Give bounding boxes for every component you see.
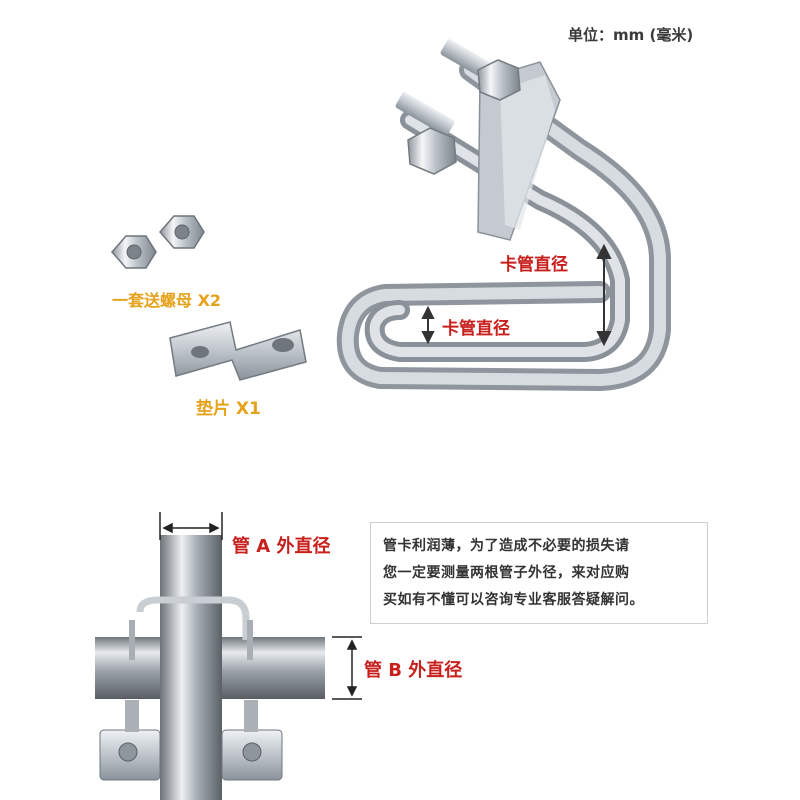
unit-label: 单位：mm (毫米) xyxy=(568,26,694,44)
pipe-b-dimension xyxy=(332,636,362,700)
pipe-a xyxy=(160,535,222,800)
bolt-nut xyxy=(477,59,521,101)
nuts-label: 一套送螺母 X2 xyxy=(112,291,222,310)
notice-box: 管卡利润薄，为了造成不必要的损失请 您一定要测量两根管子外径，来对应购 买如有不… xyxy=(370,522,708,624)
notice-line: 管卡利润薄，为了造成不必要的损失请 xyxy=(383,538,630,554)
dimension-arrows xyxy=(421,243,612,347)
notice-line: 买如有不懂可以咨询专业客服答疑解问。 xyxy=(383,592,644,608)
washer-label: 垫片 X1 xyxy=(196,399,261,419)
outer-diameter-label: 卡管直径 xyxy=(500,255,568,275)
pipe-a-dimension xyxy=(159,512,223,540)
pipe-b-label: 管 B 外直径 xyxy=(364,660,463,681)
loose-nuts xyxy=(111,215,205,269)
inner-diameter-label: 卡管直径 xyxy=(442,319,510,339)
u-bolt xyxy=(336,39,671,392)
washer-plate xyxy=(169,321,307,381)
bolt-nut xyxy=(407,127,457,175)
notice-line: 您一定要测量两根管子外径，来对应购 xyxy=(383,565,630,581)
pipe-assembly xyxy=(95,535,325,800)
pipe-a-label: 管 A 外直径 xyxy=(232,536,331,557)
